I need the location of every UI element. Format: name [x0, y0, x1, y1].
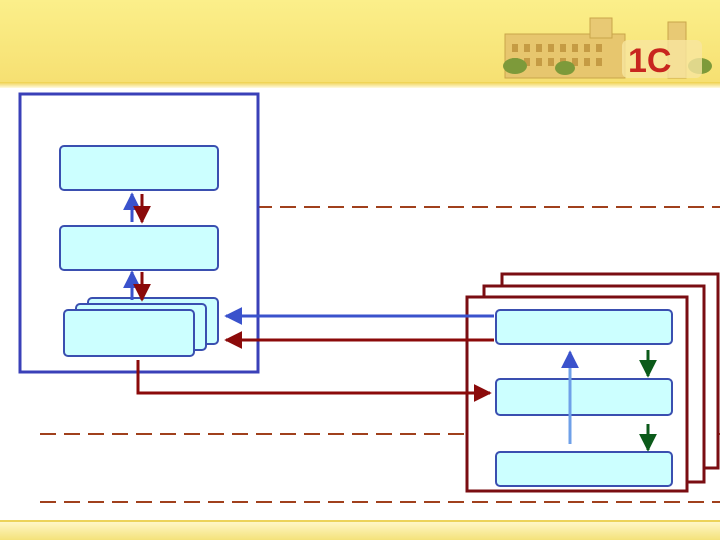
svg-text:1С: 1С [628, 42, 671, 80]
header-logo-1c: 1С [622, 40, 702, 80]
client-middle-box [59, 225, 219, 271]
server-top-box [495, 309, 673, 345]
client-stack-box-1 [63, 309, 195, 357]
server-bottom-box [495, 451, 673, 487]
header-rule [0, 82, 720, 88]
client-top-box [59, 145, 219, 191]
footer-rule [0, 520, 720, 523]
client-to-server-arrow-red [136, 360, 492, 402]
footer-band [0, 522, 720, 540]
server-middle-box [495, 378, 673, 416]
